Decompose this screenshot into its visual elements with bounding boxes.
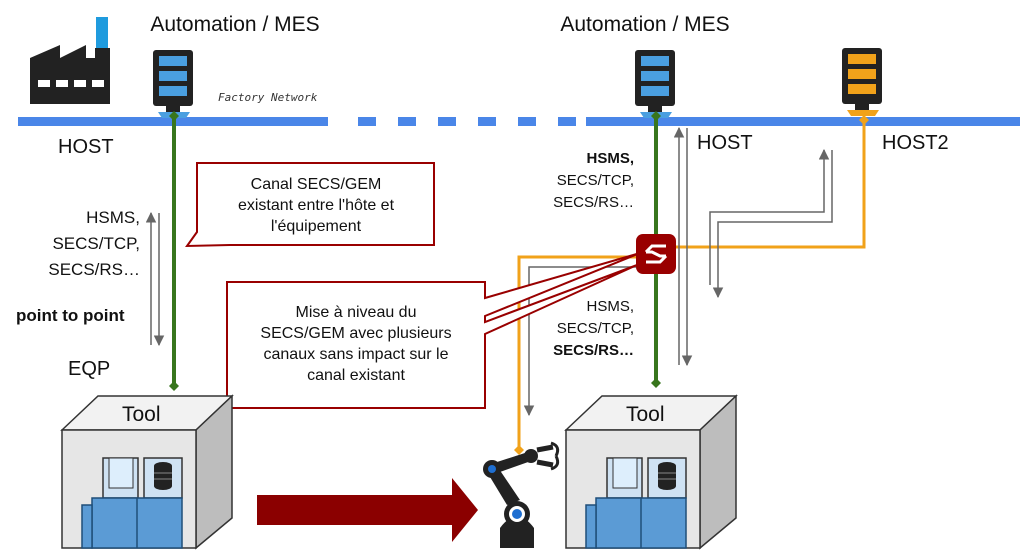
tool-label-left: Tool xyxy=(122,403,161,426)
mes-title-right: Automation / MES xyxy=(560,13,730,36)
point-to-point-label: point to point xyxy=(16,306,125,325)
callout-line: existant entre l'hôte et xyxy=(237,197,395,214)
host-label-right: HOST xyxy=(697,132,753,154)
protocols-right-bottom: HSMS, SECS/TCP, SECS/RS… xyxy=(500,296,634,362)
protocol-secs-tcp: SECS/TCP, xyxy=(52,234,140,253)
protocol-secs-tcp: SECS/TCP, xyxy=(556,320,634,337)
gateway-hub-icon xyxy=(636,234,676,274)
factory-network-line xyxy=(18,117,1020,126)
protocol-hsms: HSMS, xyxy=(586,150,634,167)
callout-line: canal existant xyxy=(307,367,405,384)
host-label-left: HOST xyxy=(58,136,114,158)
protocol-secs-rs: SECS/RS… xyxy=(48,260,140,279)
callout-line: Mise à niveau du xyxy=(295,304,417,321)
factory-icon xyxy=(30,17,110,104)
tool-left xyxy=(60,394,234,550)
protocol-secs-rs: SECS/RS… xyxy=(553,194,634,211)
tool-label-right: Tool xyxy=(626,403,665,426)
protocol-hsms: HSMS, xyxy=(86,208,140,227)
protocols-right-top: HSMS, SECS/TCP, SECS/RS… xyxy=(500,148,634,214)
bidirectional-arrows-left xyxy=(145,211,165,347)
protocol-secs-tcp: SECS/TCP, xyxy=(556,172,634,189)
protocol-secs-rs: SECS/RS… xyxy=(553,342,634,359)
server-icon-host2 xyxy=(842,48,882,116)
callout-upgrade-shape xyxy=(226,252,641,409)
callout-line: canaux sans impact sur le xyxy=(263,346,449,363)
server-icon-right xyxy=(635,50,675,118)
server-icon-left xyxy=(153,50,193,118)
tool-right xyxy=(564,394,738,550)
callout-upgrade: Mise à niveau du SECS/GEM avec plusieurs… xyxy=(230,302,482,386)
eqp-label: EQP xyxy=(68,358,111,380)
protocol-hsms: HSMS, xyxy=(586,298,634,315)
transition-arrow xyxy=(257,478,478,542)
callout-existing-channel-shape xyxy=(185,162,435,248)
secondary-links xyxy=(514,115,869,455)
callout-line: l'équipement xyxy=(270,218,362,235)
mes-title-left: Automation / MES xyxy=(150,13,320,36)
primary-link-left xyxy=(169,111,179,391)
protocols-left: HSMS, SECS/TCP, SECS/RS… xyxy=(10,205,140,283)
callout-existing-channel: Canal SECS/GEM existant entre l'hôte et … xyxy=(200,174,432,237)
host2-label: HOST2 xyxy=(882,132,949,154)
factory-network-label: Factory Network xyxy=(218,91,318,104)
robot-arm-icon xyxy=(483,441,560,548)
callout-line: Canal SECS/GEM xyxy=(250,176,382,193)
callout-line: SECS/GEM avec plusieurs xyxy=(260,325,452,342)
